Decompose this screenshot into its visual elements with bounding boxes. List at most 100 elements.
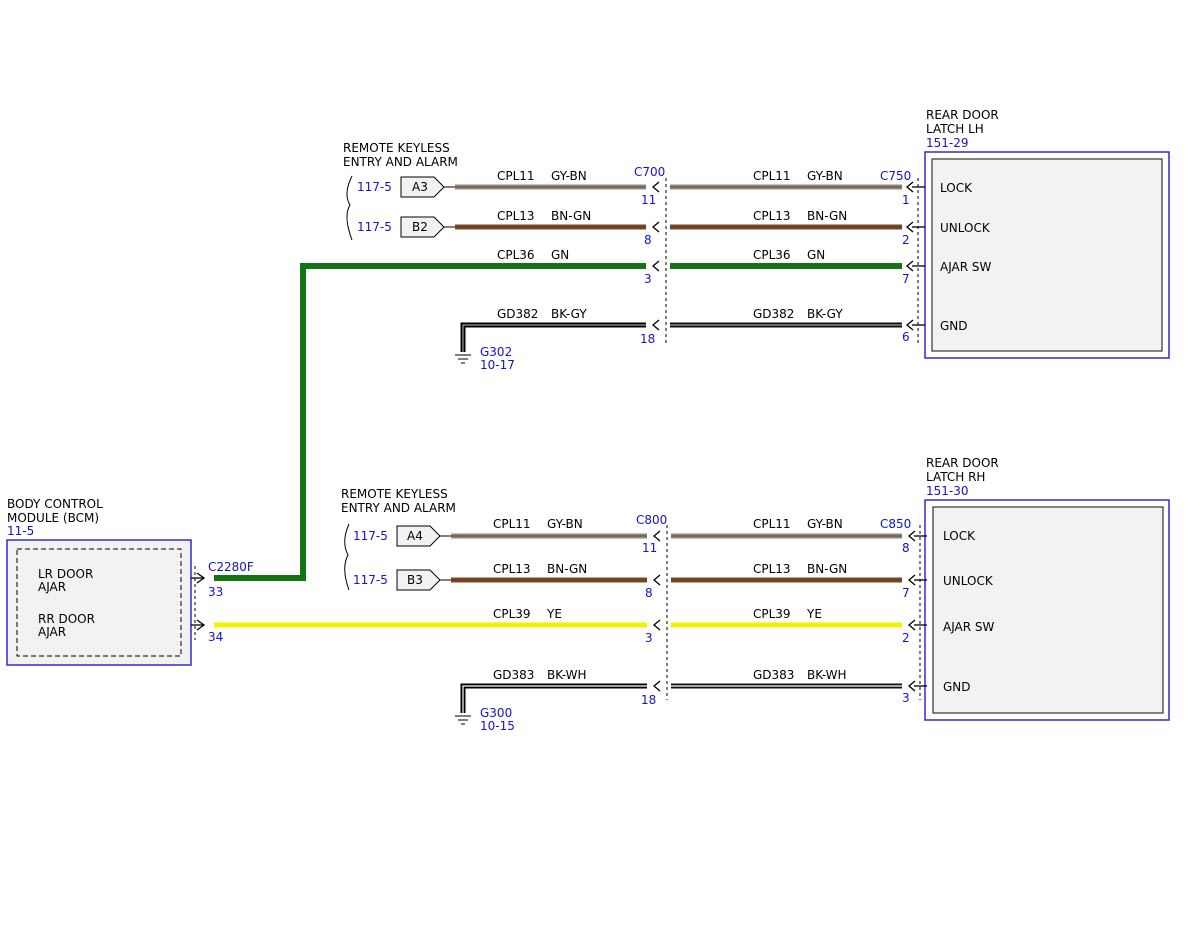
- wire-t3-left-circuit: CPL36: [497, 248, 535, 262]
- wire-t4-right-circuit: GD382: [753, 307, 794, 321]
- latch-rh-pin-ajar-sw: AJAR SW: [943, 620, 995, 634]
- g302-label[interactable]: G302: [480, 345, 512, 359]
- wire-t3-right-color: GN: [807, 248, 825, 262]
- latch-rh-pin-gnd: GND: [943, 680, 971, 694]
- ground-g300[interactable]: G300 10-15: [455, 683, 647, 733]
- bcm-pin-34: 34: [208, 630, 223, 644]
- wire-b4-right-pin: 3: [902, 691, 910, 705]
- rke-top-ref-1[interactable]: 117-5: [357, 180, 392, 194]
- bcm-lr-door-1: LR DOOR: [38, 567, 93, 581]
- rke-top-tag-a3: [400, 176, 445, 198]
- wire-b1-right-pin: 8: [902, 541, 910, 555]
- ground-g302[interactable]: G302 10-17: [455, 322, 646, 372]
- latch-rh-title-1: REAR DOOR: [926, 456, 999, 470]
- bcm-ref[interactable]: 11-5: [7, 524, 34, 538]
- rke-bot-title-2: ENTRY AND ALARM: [341, 501, 456, 515]
- bcm-box: [6, 539, 192, 666]
- rke-bot-ref-1[interactable]: 117-5: [353, 529, 388, 543]
- latch-lh-pin-unlock: UNLOCK: [940, 221, 991, 235]
- inline-connector-c800[interactable]: C800: [636, 513, 668, 700]
- latch-rh-title-2: LATCH RH: [926, 470, 985, 484]
- wire-t2-right-color: BN-GN: [807, 209, 847, 223]
- latch-rh-pin-lock: LOCK: [943, 529, 976, 543]
- wire-b1-inline-arrow: [652, 530, 661, 542]
- latch-lh-pin-gnd: GND: [940, 319, 968, 333]
- wire-t3-left-pin: 3: [644, 272, 652, 286]
- wire-b4-inline-arrow: [652, 680, 661, 692]
- rke-bot-tag-b3-text: B3: [407, 573, 423, 587]
- g300-label[interactable]: G300: [480, 706, 512, 720]
- rke-top-tag-b2-text: B2: [412, 220, 428, 234]
- wire-b3-right-circuit: CPL39: [753, 607, 791, 621]
- wire-b2-left-circuit: CPL13: [493, 562, 531, 576]
- rke-top-tag-a3-text: A3: [412, 180, 428, 194]
- latch-lh-inner-box: [931, 158, 1163, 352]
- wire-b3-inline-arrow: [652, 619, 661, 631]
- latch-lh-ref[interactable]: 151-29: [926, 136, 969, 150]
- wires-layer: [214, 181, 927, 692]
- c800-label[interactable]: C800: [636, 513, 667, 527]
- rear-door-latch-lh[interactable]: REAR DOOR LATCH LH 151-29 LOCK UNLOCK AJ…: [880, 108, 1170, 359]
- wire-b1-left-color: GY-BN: [547, 517, 583, 531]
- wire-t4-left-circuit: GD382: [497, 307, 538, 321]
- rke-bot-tag-b3: [396, 569, 441, 591]
- wire-b4-right-circuit: GD383: [753, 668, 794, 682]
- wire-t2-right-circuit: CPL13: [753, 209, 791, 223]
- wire-t4-latch-arrow: [905, 319, 914, 331]
- rke-bot-tag-a4: [396, 525, 441, 547]
- latch-rh-ref[interactable]: 151-30: [926, 484, 969, 498]
- bcm-internal-box: [16, 548, 182, 657]
- wire-b4-left-pin: 18: [641, 693, 656, 707]
- wire-b4-latch-arrow: [907, 680, 916, 692]
- rke-bot-title-1: REMOTE KEYLESS: [341, 487, 448, 501]
- bcm-pin-33: 33: [208, 585, 223, 599]
- bcm-rr-door-1: RR DOOR: [38, 612, 95, 626]
- bcm-title-2: MODULE (BCM): [7, 511, 99, 525]
- g302-ref[interactable]: 10-17: [480, 358, 515, 372]
- wire-t1-inline-arrow: [651, 181, 660, 193]
- body-control-module[interactable]: BODY CONTROL MODULE (BCM) 11-5 LR DOOR A…: [6, 497, 254, 666]
- wire-b2-left-pin: 8: [645, 586, 653, 600]
- wire-t2-latch-arrow: [905, 221, 914, 233]
- rke-top-brace: [346, 175, 353, 241]
- rke-top-title-2: ENTRY AND ALARM: [343, 155, 458, 169]
- wire-t1-right-pin: 1: [902, 193, 910, 207]
- wire-t3-left-route: [214, 263, 646, 581]
- g302-wire-inner: [462, 324, 646, 352]
- rke-top-title-1: REMOTE KEYLESS: [343, 141, 450, 155]
- wire-t4-left-pin: 18: [640, 332, 655, 346]
- rke-top-tag-b2: [400, 216, 445, 238]
- wire-t3-right-circuit: CPL36: [753, 248, 791, 262]
- wire-b3-left-color: YE: [546, 607, 562, 621]
- bcm-lr-door-2: AJAR: [38, 580, 66, 594]
- c750-label[interactable]: C750: [880, 169, 911, 183]
- c700-label[interactable]: C700: [634, 165, 665, 179]
- wire-b2-left-color: BN-GN: [547, 562, 587, 576]
- rke-bot-ref-2[interactable]: 117-5: [353, 573, 388, 587]
- wire-t4-left-color: BK-GY: [551, 307, 587, 321]
- wire-t1-right-color: GY-BN: [807, 169, 843, 183]
- wire-b2-inline-arrow: [652, 574, 661, 586]
- wire-t2-right-pin: 2: [902, 233, 910, 247]
- inline-connector-c700[interactable]: C700: [634, 165, 667, 345]
- wire-t4-inline-arrow: [651, 319, 660, 331]
- wire-t2-left-circuit: CPL13: [497, 209, 535, 223]
- g300-ref[interactable]: 10-15: [480, 719, 515, 733]
- wire-b2-right-circuit: CPL13: [753, 562, 791, 576]
- wire-t1-latch-arrow: [905, 181, 914, 193]
- wire-b4-left-circuit: GD383: [493, 668, 534, 682]
- rke-module-top[interactable]: REMOTE KEYLESS ENTRY AND ALARM 117-5 117…: [343, 141, 458, 241]
- c2280f-label[interactable]: C2280F: [208, 560, 254, 574]
- rke-module-bottom[interactable]: REMOTE KEYLESS ENTRY AND ALARM 117-5 117…: [341, 487, 456, 591]
- g300-wire-inner: [462, 685, 647, 713]
- rear-door-latch-rh[interactable]: REAR DOOR LATCH RH 151-30 LOCK UNLOCK AJ…: [880, 456, 1170, 721]
- wire-t2-left-color: BN-GN: [551, 209, 591, 223]
- c850-label[interactable]: C850: [880, 517, 911, 531]
- wire-t4-right-pin: 6: [902, 330, 910, 344]
- wire-b1-right-color: GY-BN: [807, 517, 843, 531]
- rke-top-ref-2[interactable]: 117-5: [357, 220, 392, 234]
- latch-lh-pin-lock: LOCK: [940, 181, 973, 195]
- wire-t3-right-pin: 7: [902, 272, 910, 286]
- wire-t3-left-color: GN: [551, 248, 569, 262]
